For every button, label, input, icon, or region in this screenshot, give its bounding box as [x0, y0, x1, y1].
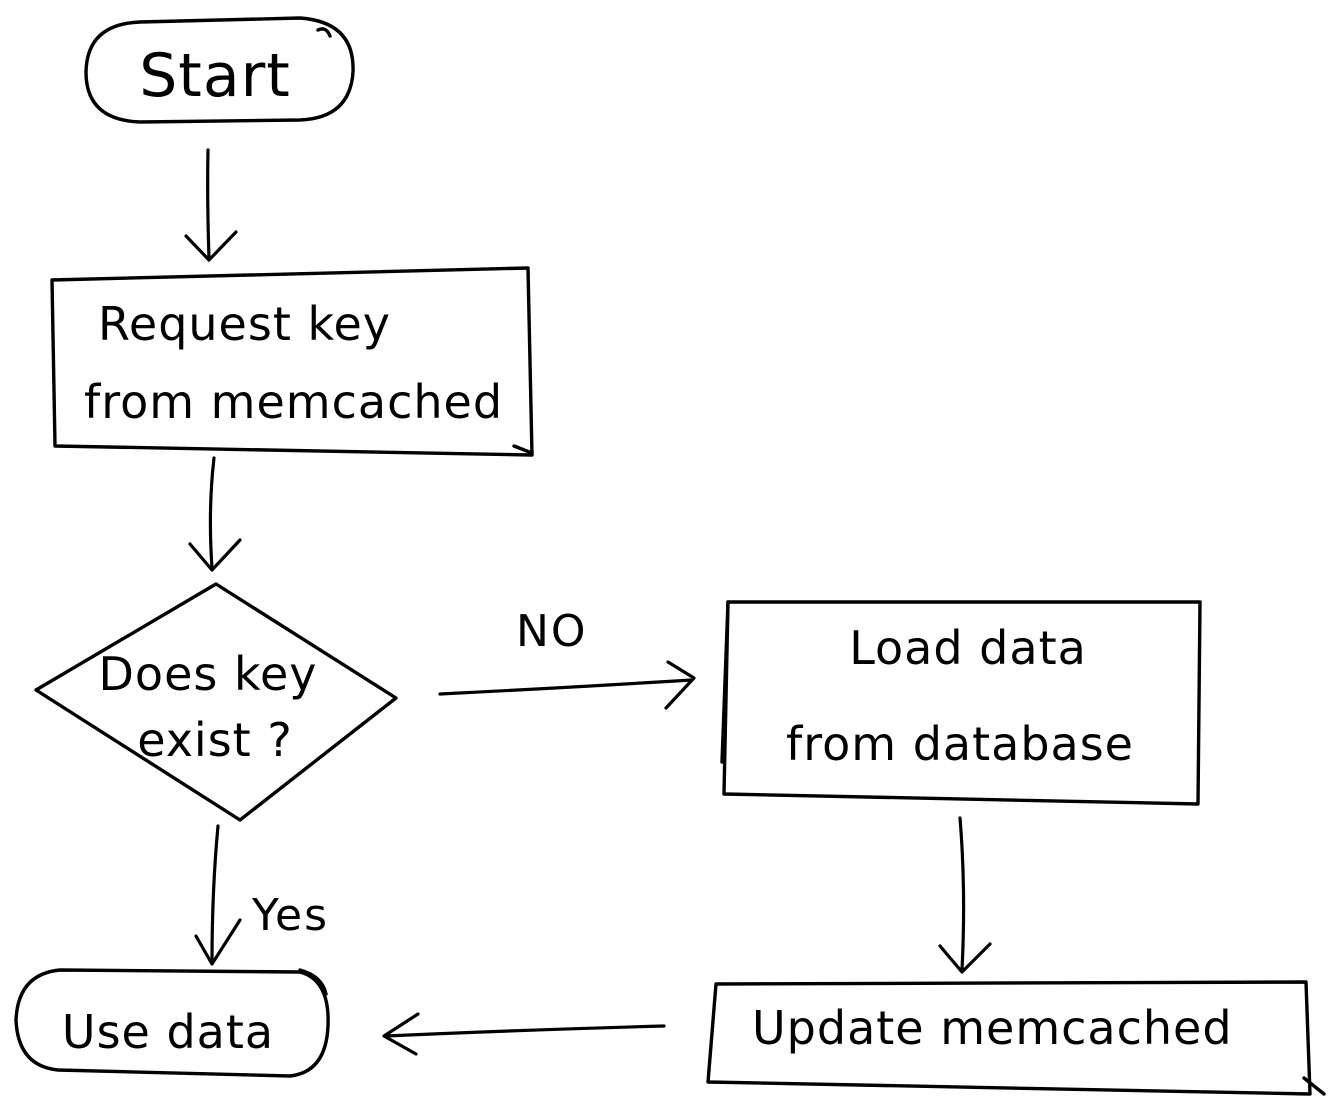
decision-label-line2: exist ?: [137, 713, 293, 767]
update-memcached-node: Update memcached: [706, 980, 1326, 1096]
arrow-decision-to-use: Yes: [194, 824, 329, 966]
no-edge-label: NO: [516, 606, 588, 657]
decision-node: Does key exist ?: [34, 582, 398, 822]
arrow-update-to-use: [382, 1012, 666, 1056]
arrow-decision-to-load: NO: [438, 606, 696, 710]
request-key-node: Request key from memcached: [50, 266, 534, 457]
request-key-label-line1: Request key: [98, 297, 391, 351]
start-label: Start: [139, 41, 291, 111]
use-data-node: Use data: [14, 968, 330, 1078]
start-node: Start: [84, 16, 355, 124]
use-data-label: Use data: [62, 1005, 274, 1059]
arrow-load-to-update: [938, 816, 992, 974]
request-key-label-line2: from memcached: [84, 375, 503, 429]
load-data-label-line2: from database: [786, 717, 1134, 771]
update-memcached-label: Update memcached: [752, 1001, 1233, 1055]
decision-label-line1: Does key: [99, 647, 318, 701]
load-data-label-line1: Load data: [849, 621, 1087, 675]
arrow-request-to-decision: [188, 456, 242, 572]
yes-edge-label: Yes: [251, 890, 329, 941]
arrow-start-to-request: [184, 148, 238, 262]
load-data-node: Load data from database: [720, 600, 1202, 806]
